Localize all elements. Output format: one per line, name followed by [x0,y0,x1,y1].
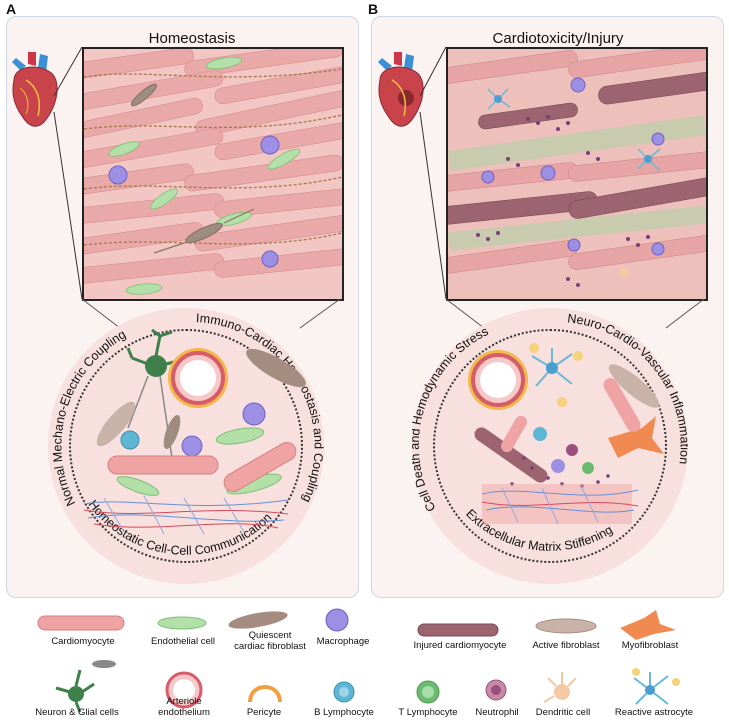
arteriole-cell [168,348,228,408]
t-lymph-icon [416,680,440,704]
neuron-cell [126,328,183,459]
legend-macrophage: Macrophage [316,636,370,647]
legend-neuron: Neuron & Glial cells [35,707,119,718]
legend-icons [37,608,680,713]
legend-neutrophil: Neutrophil [475,707,519,718]
heart-icon [12,52,58,127]
panel-b-tissue-view [446,47,708,301]
panel-a-circle-ring [69,329,303,563]
neuron-icon [55,660,116,713]
arteriole-icon [165,671,203,709]
legend-t-lymph: T Lymphocyte [398,707,458,718]
panel-a-tissue-view [82,47,344,301]
panel-b-circle-cells [468,343,664,525]
panel-b-title: Cardiotoxicity/Injury [492,30,624,47]
legend-b-lymph: B Lymphocyte [314,707,374,718]
legend-injured: Injured cardiomyocyte [413,640,507,651]
legend-quiescent-1: Quiescent [248,630,292,641]
panel-b-letter: B [368,1,379,17]
legend-astrocyte: Reactive astrocyte [614,707,694,718]
myofibroblast-icon [620,610,676,640]
macrophage-icon [325,608,349,632]
b-lymph-icon [333,681,355,703]
neutrophil-icon [485,679,507,701]
legend-pericyte: Pericyte [246,707,282,718]
panel-a-title: Homeostasis [148,30,236,47]
pericyte-icon [248,685,282,703]
legend-cardiomyocyte: Cardiomyocyte [51,636,115,647]
endothelial-icon [157,616,207,630]
astrocyte-icon [632,668,680,705]
dendritic-icon [543,672,577,703]
legend-arteriole-1: Arteriole [166,696,202,707]
heart-icon [378,52,424,127]
active-fibroblast-icon [535,618,597,634]
panel-a-circle-cells [83,328,306,535]
injured-icon [417,623,499,637]
legend-arteriole-2: endothelium [158,707,210,718]
legend-quiescent-2: cardiac fibroblast [234,641,306,652]
panel-b-circle-ring [433,329,667,563]
legend-endothelial: Endothelial cell [151,636,215,647]
panel-a-letter: A [6,1,17,17]
legend-myofibroblast: Myofibroblast [621,640,679,651]
legend-dendritic: Dendritic cell [535,707,591,718]
cardiomyocyte-icon [37,615,125,631]
legend-active-fibroblast: Active fibroblast [532,640,600,651]
fibroblast-icon [228,611,288,629]
